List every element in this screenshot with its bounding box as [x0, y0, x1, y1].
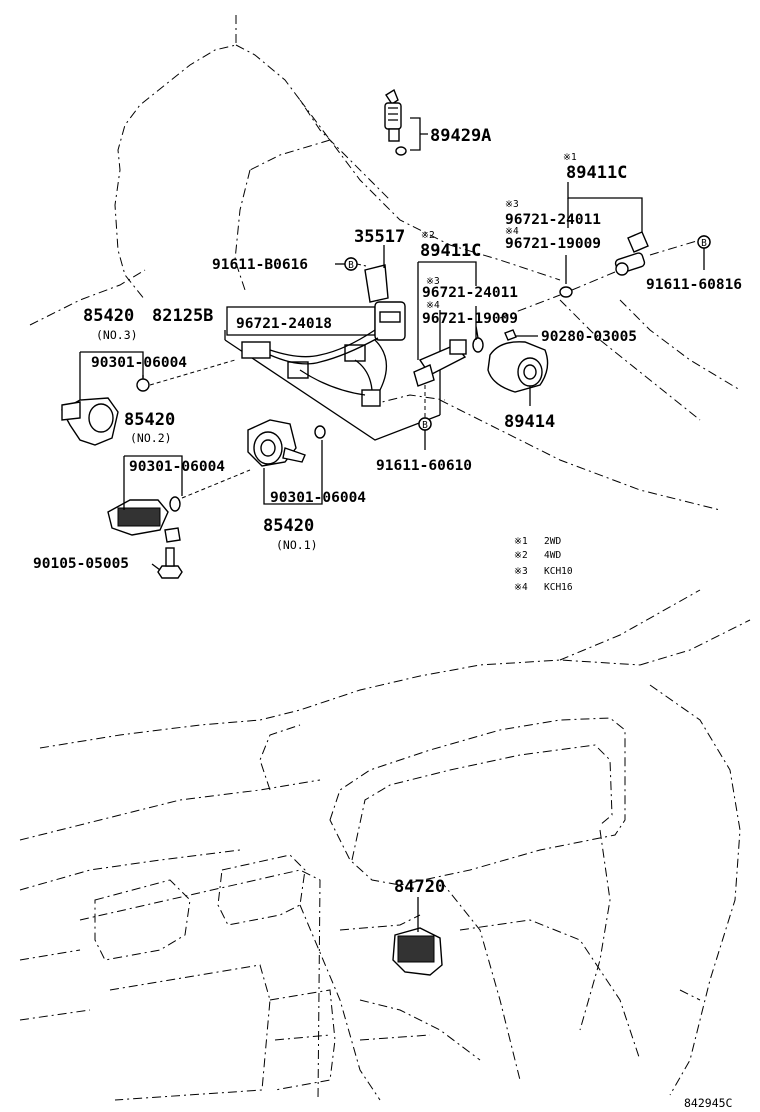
label-89414: 89414	[504, 412, 555, 432]
legend-text-1: 2WD	[544, 536, 561, 547]
callout-b-2	[697, 235, 711, 249]
label-85420-no2: 85420	[124, 410, 175, 430]
legend-text-4: KCH16	[544, 582, 573, 593]
transmission-outline	[29, 15, 741, 511]
label-96721-19009-a: 96721-19009	[505, 236, 601, 252]
part-labels: 89429A ※1 89411C ※3 96721-24011 ※4 96721…	[33, 126, 742, 1110]
label-85420-no1: 85420	[263, 516, 314, 536]
label-no3: (NO.3)	[96, 328, 138, 342]
legend: ※1 2WD ※2 4WD ※3 KCH10 ※4 KCH16	[514, 536, 573, 593]
label-90280-03005: 90280-03005	[541, 329, 637, 345]
label-89429A: 89429A	[430, 126, 491, 146]
label-90301-06004-c: 90301-06004	[270, 490, 366, 506]
leader-lines	[79, 182, 705, 571]
callout-bubbles: B B B	[344, 235, 711, 431]
callout-b-3-text: B	[422, 420, 428, 431]
legend-text-3: KCH10	[544, 566, 573, 577]
label-89411C-mid: 89411C	[420, 241, 481, 261]
label-91611-60610: 91611-60610	[376, 458, 472, 474]
label-91611-60816: 91611-60816	[646, 277, 742, 293]
legend-mark-4: ※4	[514, 582, 528, 593]
label-96721-24011-a: 96721-24011	[505, 212, 601, 228]
solenoid-85420-no3	[61, 359, 236, 446]
callout-b-2-text: B	[701, 238, 707, 249]
label-90105-05005: 90105-05005	[33, 556, 129, 572]
legend-mark-3: ※3	[514, 566, 528, 577]
label-85420-no3: 85420	[83, 306, 134, 326]
callout-b-3	[418, 417, 432, 431]
label-96721-19009-b: 96721-19009	[422, 311, 518, 327]
label-84720: 84720	[394, 877, 445, 897]
solenoid-85420-no1	[247, 419, 326, 467]
dashboard-outline	[19, 589, 751, 1101]
wire-harness-82125B	[241, 301, 406, 407]
label-82125B: 82125B	[152, 306, 213, 326]
label-90301-06004-b: 90301-06004	[129, 459, 225, 475]
solenoid-85420-no2	[107, 469, 251, 543]
label-89411C-top: 89411C	[566, 163, 627, 183]
legend-text-2: 4WD	[544, 550, 561, 561]
legend-mark-1: ※1	[514, 536, 528, 547]
bolt-90105-05005	[157, 547, 183, 579]
callout-b-1-text: B	[348, 260, 354, 271]
speed-sensor-89429A	[384, 88, 428, 156]
mark-3b: ※3	[426, 276, 440, 287]
mark-1: ※1	[563, 152, 577, 163]
mark-4a: ※4	[505, 226, 519, 237]
label-90301-06004-a: 90301-06004	[91, 355, 187, 371]
legend-mark-2: ※2	[514, 550, 528, 561]
mark-2: ※2	[421, 230, 435, 241]
speed-sensor-89411C-mid	[413, 337, 484, 431]
mark-3a: ※3	[505, 199, 519, 210]
label-35517: 35517	[354, 227, 405, 247]
drawing-number: 842945C	[684, 1096, 733, 1110]
label-91611-B0616: 91611-B0616	[212, 257, 308, 273]
label-no1: (NO.1)	[276, 538, 318, 552]
label-no2: (NO.2)	[130, 431, 172, 445]
switch-84720	[392, 897, 443, 976]
connector-89414	[487, 329, 549, 393]
callout-b-1	[344, 257, 358, 271]
label-96721-24011-b: 96721-24011	[422, 285, 518, 301]
label-96721-24018: 96721-24018	[236, 316, 332, 332]
mark-4b: ※4	[426, 300, 440, 311]
